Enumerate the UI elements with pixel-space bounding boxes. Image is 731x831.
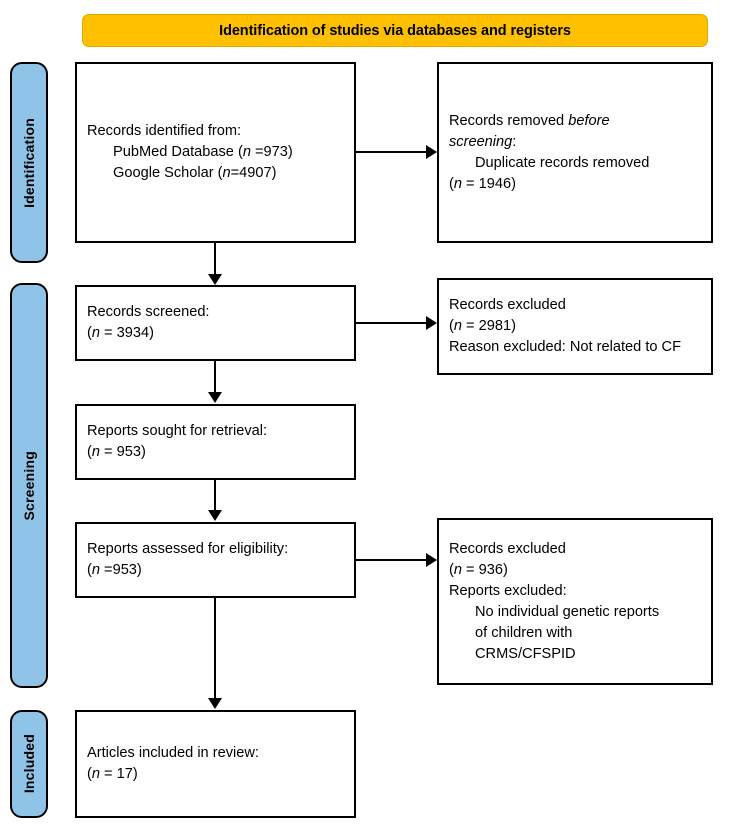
banner-identification-header: Identification of studies via databases … xyxy=(82,14,708,47)
records-excluded-screening-reason: Reason excluded: Not related to CF xyxy=(449,339,682,355)
stage-label-screening-text: Screening xyxy=(21,450,37,521)
records-excluded-eligibility-title: Records excluded xyxy=(449,540,566,557)
arrow-down-icon-identified-to-screened xyxy=(208,274,222,285)
connector-screened-to-sought xyxy=(214,361,216,394)
records-removed-duplicates: Duplicate records removed xyxy=(475,154,650,171)
connector-sought-to-assessed xyxy=(214,480,216,512)
records-identified-pubmed: PubMed Database (n =973) xyxy=(113,144,293,160)
reports-sought-count: (n = 953) xyxy=(87,444,146,460)
stage-label-included: Included xyxy=(10,710,48,818)
reports-excluded-subtitle: Reports excluded: xyxy=(449,582,567,599)
box-records-removed-before-screening: Records removed before screening: Duplic… xyxy=(437,62,713,243)
connector-assessed-to-included xyxy=(214,598,216,699)
records-removed-subtitle: screening: xyxy=(449,133,517,150)
stage-label-identification-text: Identification xyxy=(21,117,37,208)
reports-assessed-count: (n =953) xyxy=(87,562,142,578)
box-records-identified: Records identified from: PubMed Database… xyxy=(75,62,356,243)
records-excluded-eligibility-count: (n = 936) xyxy=(449,561,508,578)
connector-identified-to-screened xyxy=(214,243,216,276)
reports-excluded-reason-1: No individual genetic reports xyxy=(475,603,660,620)
reports-assessed-title: Reports assessed for eligibility: xyxy=(87,541,289,557)
records-excluded-screening-count: (n = 2981) xyxy=(449,318,516,334)
records-identified-title: Records identified from: xyxy=(87,123,242,139)
records-excluded-screening-title: Records excluded xyxy=(449,297,566,313)
reports-sought-title: Reports sought for retrieval: xyxy=(87,423,268,439)
records-removed-count: (n = 1946) xyxy=(449,175,516,192)
records-screened-title: Records screened: xyxy=(87,304,210,320)
box-reports-assessed: Reports assessed for eligibility: (n =95… xyxy=(75,522,356,598)
box-records-excluded-eligibility: Records excluded (n = 936) Reports exclu… xyxy=(437,518,713,685)
box-records-excluded-screening: Records excluded (n = 2981) Reason exclu… xyxy=(437,278,713,375)
banner-title: Identification of studies via databases … xyxy=(219,22,571,39)
stage-label-included-text: Included xyxy=(21,734,37,794)
arrow-right-icon-identified-to-removed xyxy=(426,145,437,159)
box-records-screened: Records screened: (n = 3934) xyxy=(75,285,356,361)
box-reports-sought: Reports sought for retrieval: (n = 953) xyxy=(75,404,356,480)
stage-label-screening: Screening xyxy=(10,283,48,688)
records-screened-count: (n = 3934) xyxy=(87,325,154,341)
stage-label-identification: Identification xyxy=(10,62,48,263)
arrow-down-icon-screened-to-sought xyxy=(208,392,222,403)
records-identified-scholar: Google Scholar (n=4907) xyxy=(113,165,277,181)
connector-identified-to-removed xyxy=(356,151,428,153)
articles-included-title: Articles included in review: xyxy=(87,745,259,761)
connector-screened-to-excluded xyxy=(356,322,428,324)
arrow-right-icon-assessed-to-excluded xyxy=(426,553,437,567)
records-removed-title: Records removed before xyxy=(449,112,610,129)
reports-excluded-reason-2: of children with xyxy=(475,624,573,641)
reports-excluded-reason-3: CRMS/CFSPID xyxy=(475,645,576,662)
arrow-right-icon-screened-to-excluded xyxy=(426,316,437,330)
articles-included-count: (n = 17) xyxy=(87,766,138,782)
connector-assessed-to-excluded xyxy=(356,559,428,561)
arrow-down-icon-sought-to-assessed xyxy=(208,510,222,521)
box-articles-included: Articles included in review: (n = 17) xyxy=(75,710,356,818)
arrow-down-icon-assessed-to-included xyxy=(208,698,222,709)
